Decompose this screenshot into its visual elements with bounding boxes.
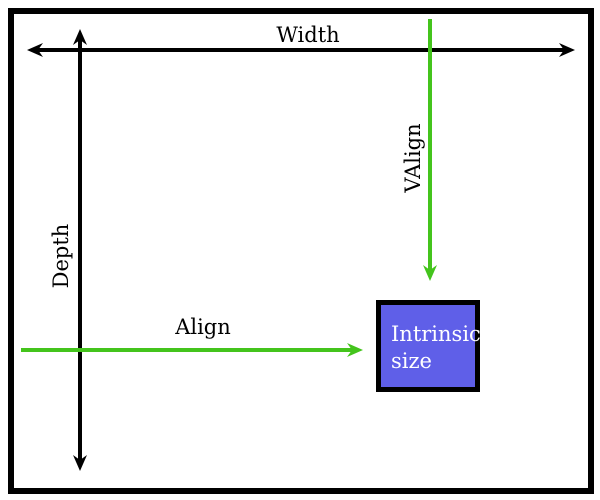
depth-arrowhead-up-icon	[73, 29, 87, 45]
intrinsic-size-box: Intrinsic size	[376, 300, 481, 392]
align-label: Align	[175, 315, 231, 339]
width-label: Width	[276, 23, 340, 47]
outer-frame	[8, 8, 594, 494]
depth-arrowhead-down-icon	[73, 455, 87, 471]
valign-arrowhead-down-icon	[423, 265, 437, 281]
width-arrowhead-left-icon	[27, 43, 43, 57]
depth-label: Depth	[49, 223, 73, 289]
valign-label: VAlign	[401, 123, 425, 193]
align-arrowhead-right-icon	[347, 343, 363, 357]
intrinsic-size-label: Intrinsic size	[391, 322, 481, 373]
width-arrowhead-right-icon	[559, 43, 575, 57]
